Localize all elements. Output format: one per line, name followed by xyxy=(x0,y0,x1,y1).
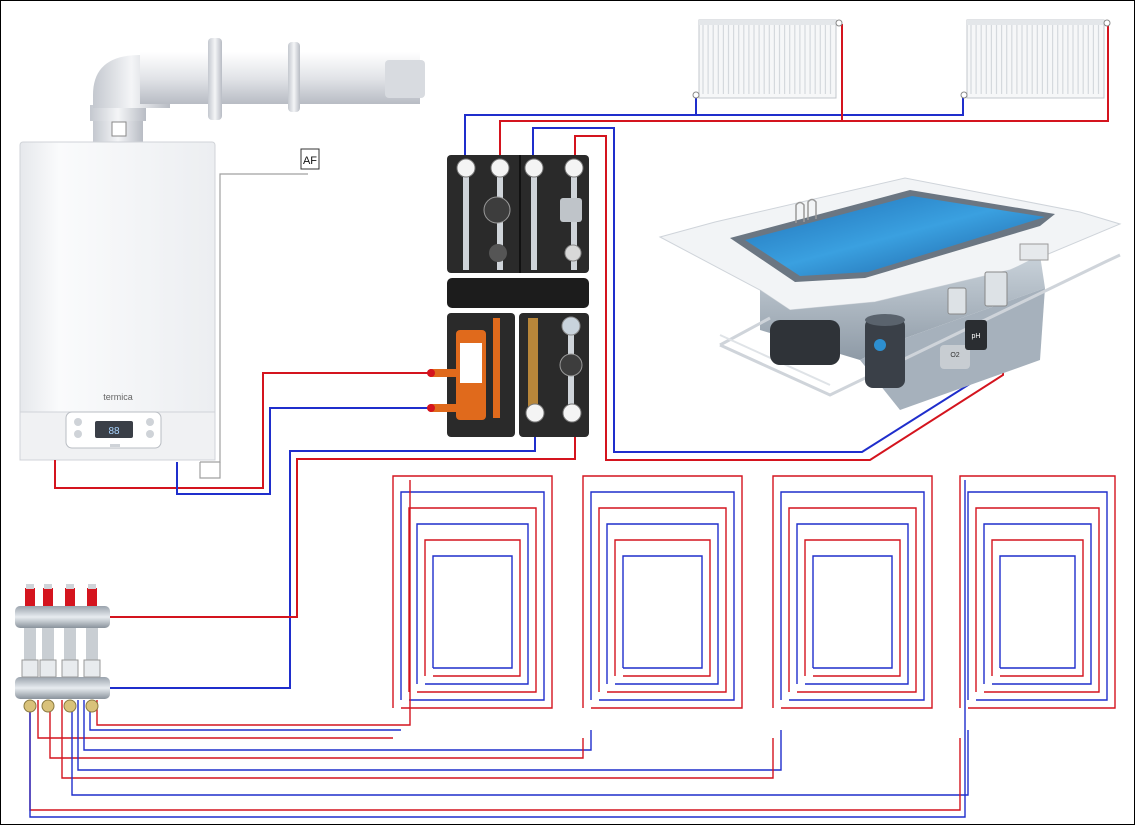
mixing-valve[interactable] xyxy=(561,316,581,336)
radiators xyxy=(692,19,1111,99)
floor-heating-manifold xyxy=(15,584,110,713)
floor-loop xyxy=(61,475,933,779)
loop-pipe xyxy=(582,475,743,709)
pool-ph-label: pH xyxy=(972,333,981,340)
thermometer-gauge xyxy=(524,158,544,178)
swimming-pool: O2 pH xyxy=(658,177,1122,410)
thermometer-gauge xyxy=(490,158,510,178)
manifold-valve[interactable] xyxy=(21,584,39,713)
pool-o2-label: O2 xyxy=(950,352,959,359)
distribution-manifold xyxy=(447,278,589,308)
loop-pipe xyxy=(959,475,1116,709)
loop-pipe xyxy=(991,539,1084,677)
loop-pipe xyxy=(408,507,537,693)
loop-pipe xyxy=(622,555,703,669)
boiler-button[interactable] xyxy=(74,430,82,438)
thermometer-gauge xyxy=(456,158,476,178)
floor-loop xyxy=(29,475,1116,811)
loop-return-line xyxy=(83,700,592,751)
loop-pipe xyxy=(432,555,513,669)
loop-pipe xyxy=(416,523,529,685)
sensor-wire xyxy=(200,173,308,463)
main-pipes xyxy=(54,24,1109,689)
loop-supply-line xyxy=(96,480,411,726)
manifold-return-bar xyxy=(15,677,110,699)
manifold-valve[interactable] xyxy=(39,584,57,713)
gas-boiler: termica 88 xyxy=(19,141,216,461)
circulation-pump xyxy=(483,196,511,224)
manifold-valve[interactable] xyxy=(83,584,101,713)
loop-pipe xyxy=(975,507,1100,693)
loop-supply-line xyxy=(49,700,584,759)
outdoor-sensor: AF xyxy=(199,148,320,479)
radiator xyxy=(960,19,1111,99)
loop-pipe xyxy=(780,491,925,701)
pool-filter xyxy=(770,320,840,365)
flue-pipe xyxy=(90,38,425,143)
loop-return-line xyxy=(77,700,782,771)
af-sensor-label: AF xyxy=(303,155,317,167)
manifold-valve[interactable] xyxy=(61,584,79,713)
floor-supply-pipe xyxy=(100,435,576,618)
boiler-return-pipe xyxy=(176,407,430,495)
loop-return-line xyxy=(71,700,969,796)
loop-pipe xyxy=(772,475,933,709)
circulation-pump xyxy=(560,198,582,222)
floor-heating-loops xyxy=(29,475,1116,818)
radiator-return-pipe xyxy=(464,95,697,160)
loop-pipe xyxy=(999,555,1076,669)
boiler-supply-pipe xyxy=(54,372,430,489)
loop-pipe xyxy=(804,539,901,677)
loop-pipe xyxy=(392,475,553,709)
loop-return-line xyxy=(29,480,966,818)
pool-water xyxy=(745,196,1045,276)
circulation-pump xyxy=(559,353,583,377)
manifold-supply-bar xyxy=(15,606,110,628)
loop-supply-line xyxy=(29,700,961,811)
loop-supply-line xyxy=(61,700,774,779)
loop-pipe xyxy=(796,523,909,685)
radiator xyxy=(692,19,843,99)
loop-pipe xyxy=(590,491,735,701)
loop-pipe xyxy=(614,539,711,677)
boiler-button[interactable] xyxy=(146,430,154,438)
loop-pipe xyxy=(400,491,545,701)
ball-valve[interactable] xyxy=(427,369,435,377)
boiler-brand-label: termica xyxy=(103,392,133,402)
thermometer-gauge xyxy=(562,403,582,423)
loop-pipe xyxy=(967,491,1108,701)
loop-pipe xyxy=(606,523,719,685)
loop-supply-line xyxy=(37,700,393,739)
pump-groups xyxy=(427,155,589,437)
pool-supply-pipe xyxy=(574,135,1004,461)
loop-pipe xyxy=(788,507,917,693)
floor-loop xyxy=(49,475,743,759)
loop-pipe xyxy=(812,555,893,669)
ball-valve[interactable] xyxy=(427,404,435,412)
floor-return-pipe xyxy=(100,435,536,689)
loop-pipe xyxy=(598,507,727,693)
floor-loop xyxy=(37,475,553,739)
boiler-button[interactable] xyxy=(74,418,82,426)
loop-pipe xyxy=(983,523,1092,685)
pool-pump xyxy=(865,318,905,388)
loop-pipe xyxy=(424,539,521,677)
thermometer-gauge xyxy=(525,403,545,423)
boiler-button[interactable] xyxy=(146,418,154,426)
boiler-display-value: 88 xyxy=(108,426,120,437)
boiler-display xyxy=(95,421,133,438)
thermometer-gauge xyxy=(564,158,584,178)
